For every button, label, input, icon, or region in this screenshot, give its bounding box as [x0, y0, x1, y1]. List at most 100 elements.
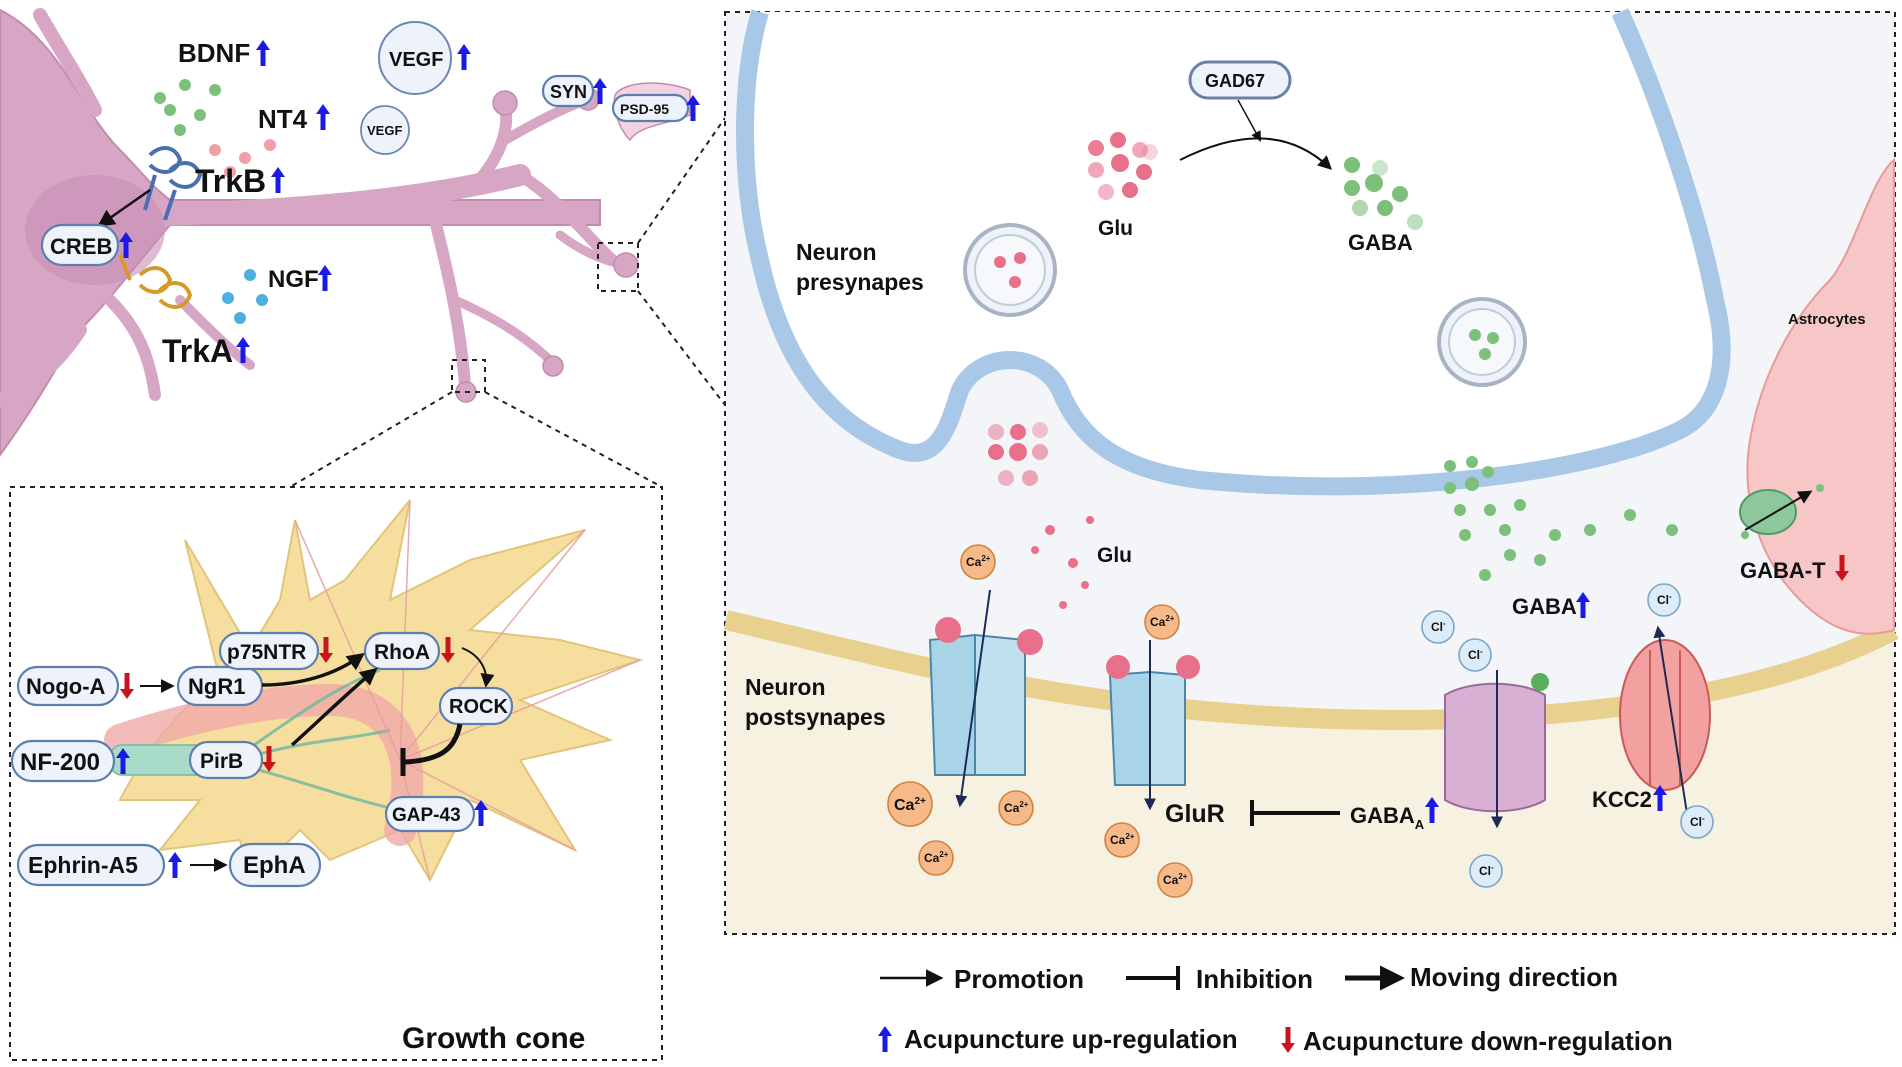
rhoa-to-rock-arrow [461, 647, 495, 688]
ephrin-a5-label: Ephrin-A5 [28, 852, 138, 878]
astrocytes-label: Astrocytes [1788, 311, 1866, 328]
vesicle-gaba [1437, 297, 1527, 387]
trka-label: TrkA [162, 333, 233, 369]
psd95-pill [611, 93, 690, 123]
gad67-pill [1188, 60, 1292, 100]
gaba-cleft-label: GABA [1512, 594, 1577, 619]
svg-text:Ca2+: Ca2+ [924, 850, 949, 865]
pirb-pill [188, 740, 264, 780]
glu-to-gaba-arrow [1179, 137, 1333, 170]
p75ntr-label: p75NTR [227, 641, 306, 664]
glu-cleft-label: Glu [1097, 544, 1132, 567]
svg-text:Cl-: Cl- [1479, 863, 1494, 878]
gaba-cluster-top [1344, 157, 1423, 230]
legend-promotion-label: Promotion [954, 964, 1084, 994]
glu-cluster-top [1088, 132, 1158, 200]
gabaa-channel-icon [1444, 670, 1549, 829]
gad67-arrow [1237, 99, 1262, 142]
kcc2-label: KCC2 [1592, 787, 1652, 812]
psd95-label: PSD-95 [620, 101, 669, 117]
growth-cone-zoom-box [451, 359, 486, 393]
gaba-t-label: GABA-T [1740, 558, 1826, 583]
cl-ion-labels: Cl- Cl- Cl- Cl- Cl- [1431, 592, 1705, 878]
pirb-to-rhoa-arrow [290, 667, 378, 747]
pirb-label: PirB [200, 750, 243, 773]
svg-text:Ca2+: Ca2+ [1150, 614, 1175, 629]
gap-43-pill [384, 795, 476, 833]
postsynapse-label-line1: Neuron [745, 674, 826, 700]
epha-pill [228, 842, 322, 888]
ca-ion-icons [887, 544, 1193, 898]
kcc2-transporter-icon [1619, 625, 1711, 821]
trka-receptor-icon [118, 254, 193, 309]
nogo-a-label: Nogo-A [26, 674, 106, 699]
vegf-small-circle [360, 105, 410, 155]
vegf-big-circle [378, 21, 452, 95]
vegf-big-label: VEGF [389, 49, 443, 71]
ca-channel-left-icon [928, 589, 1043, 808]
creb-label: CREB [50, 234, 112, 259]
presynapse-label-line1: Neuron [796, 239, 877, 265]
ngf-dots [222, 269, 268, 324]
ephrin-a5-pill [16, 843, 166, 887]
trkb-label: TrkB [195, 163, 266, 199]
legend-up-regulation-label: Acupuncture up-regulation [904, 1024, 1238, 1054]
p75ntr-pill [218, 631, 320, 671]
svg-text:Ca2+: Ca2+ [1110, 832, 1135, 847]
nf-200-label: NF-200 [20, 749, 100, 776]
svg-text:Cl-: Cl- [1468, 647, 1483, 662]
syn-label: SYN [550, 82, 587, 102]
synapse-zoom-box [597, 242, 639, 292]
ngr1-to-rhoa-arrow [261, 652, 365, 687]
bdnf-label: BDNF [178, 38, 250, 68]
legend-inhibition-label: Inhibition [1196, 964, 1313, 994]
creb-pill [40, 223, 120, 267]
svg-text:Ca2+: Ca2+ [1004, 800, 1029, 815]
vegf-small-label: VEGF [367, 123, 402, 138]
legend-down-icon [1281, 1027, 1295, 1053]
svg-text:Cl-: Cl- [1657, 592, 1672, 607]
trkb-receptor-icon [143, 146, 203, 221]
ngf-label: NGF [268, 266, 319, 293]
syn-pill [541, 74, 595, 108]
legend: Promotion Inhibition Moving direction Ac… [878, 962, 1673, 1056]
bdnf-dots [154, 79, 221, 136]
nt4-label: NT4 [258, 104, 308, 134]
rock-label: ROCK [449, 696, 508, 718]
gabaa-label: GABAA [1350, 803, 1425, 832]
legend-down-regulation-label: Acupuncture down-regulation [1303, 1026, 1673, 1056]
svg-text:Ca2+: Ca2+ [966, 554, 991, 569]
rhoa-label: RhoA [374, 641, 430, 664]
glur-channel-icon [1106, 640, 1200, 811]
postsynapse-membrane [723, 610, 1899, 731]
nt4-dots [209, 139, 276, 178]
svg-text:Ca2+: Ca2+ [1163, 872, 1188, 887]
nogo-a-down-icon [120, 673, 134, 699]
nf-200-pill [10, 739, 116, 783]
gaba-cluster-release [1444, 456, 1678, 581]
ephrin-a5-up-icon [168, 852, 182, 878]
rock-inhibition-line [404, 723, 463, 765]
svg-text:Cl-: Cl- [1431, 619, 1446, 634]
legend-up-icon [878, 1026, 892, 1052]
legend-moving-direction-label: Moving direction [1410, 962, 1618, 992]
rhoa-pill [363, 631, 441, 671]
svg-text:Ca2+: Ca2+ [894, 796, 926, 814]
glur-label: GluR [1165, 800, 1225, 828]
gap-43-label: GAP-43 [392, 805, 461, 826]
cl-ion-icons [1421, 583, 1714, 888]
vesicle-glu [963, 223, 1057, 317]
epha-label: EphA [243, 852, 306, 879]
glu-top-label: Glu [1098, 217, 1133, 240]
svg-text:Cl-: Cl- [1690, 814, 1705, 829]
presynapse-label-line2: presynapes [796, 269, 924, 295]
growth-cone-title: Growth cone [402, 1022, 585, 1055]
postsynapse-label-line2: postsynapes [745, 704, 886, 730]
ngr1-label: NgR1 [188, 674, 245, 699]
trkb-to-creb-arrow [97, 188, 151, 228]
ca-ion-labels: Ca2+ Ca2+ Ca2+ Ca2+ Ca2+ Ca2+ Ca2+ [894, 554, 1188, 887]
gaba-t-transporter-icon [1739, 484, 1824, 539]
gaba-top-label: GABA [1348, 230, 1413, 255]
gad67-label: GAD67 [1205, 71, 1265, 91]
